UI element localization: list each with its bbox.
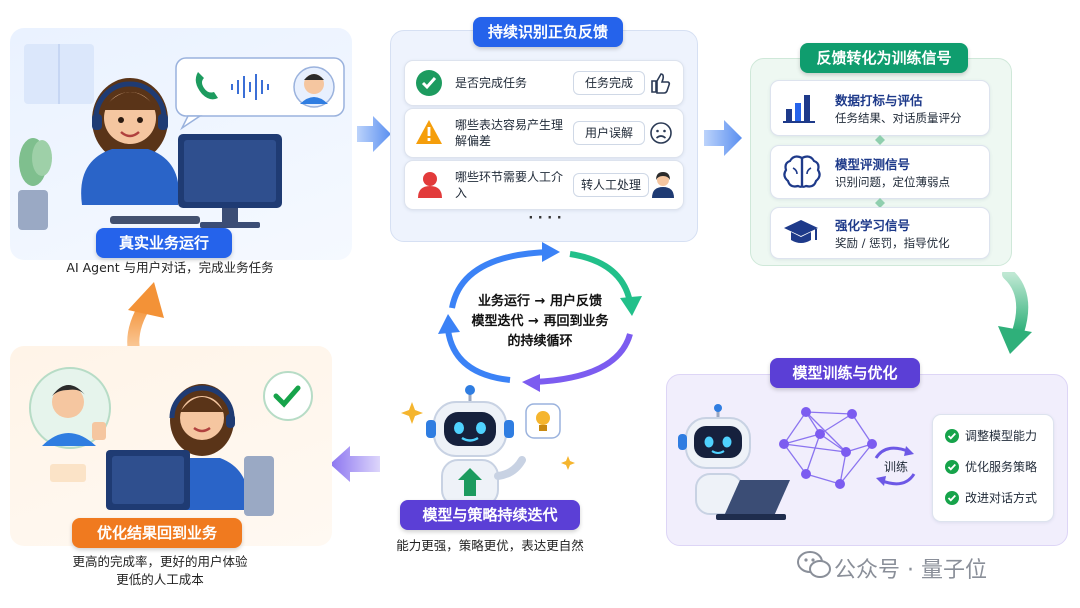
arrow-right-icon [704, 120, 742, 156]
cycle-ring-arrows [438, 242, 642, 392]
customer-service-agent-illustration [18, 44, 345, 230]
cycle-text-line-1: 业务运行 → 用户反馈 [478, 294, 602, 309]
training-check-item: 调整模型能力 [965, 429, 1038, 443]
arrow-left-icon [330, 446, 380, 482]
signal-card-desc: 任务结果、对话质量评分 [835, 111, 962, 125]
check-circle-icon [945, 491, 959, 505]
neural-network-graphic [779, 407, 877, 489]
wechat-icon [797, 551, 831, 578]
training-cycle-icon [874, 446, 916, 486]
thumbs-up-icon [651, 73, 671, 94]
signal-card: 强化学习信号 奖励 / 惩罚，指导优化 [770, 207, 990, 259]
warning-icon [416, 120, 442, 144]
sad-face-icon [650, 122, 672, 144]
check-circle-icon [945, 429, 959, 443]
business-scene-title: 真实业务运行 [96, 228, 232, 258]
signal-card-title: 数据打标与评估 [835, 93, 923, 108]
connector-diamond-icon [875, 198, 885, 208]
signal-card-desc: 奖励 / 惩罚，指导优化 [835, 236, 950, 250]
signal-card: 数据打标与评估 任务结果、对话质量评分 [770, 80, 990, 136]
connector-diamond-icon [875, 135, 885, 145]
watermark-text: 公众号 · 量子位 [834, 558, 987, 583]
feedback-row: 是否完成任务 任务完成 [404, 60, 684, 106]
cycle-text-line-2: 模型迭代 → 再回到业务 [471, 314, 609, 329]
feedback-identify-title: 持续识别正负反馈 [473, 17, 623, 47]
happy-service-illustration [29, 367, 313, 516]
result-title: 优化结果回到业务 [72, 518, 242, 548]
check-circle-icon [416, 70, 442, 96]
result-caption-line-2: 更低的人工成本 [116, 572, 204, 587]
cycle-text-line-3: 的持续循环 [507, 334, 573, 349]
check-circle-icon [945, 460, 959, 474]
feedback-row-text: 哪些表达容易产生理解偏差 [455, 118, 564, 148]
robot-laptop-illustration [678, 404, 790, 520]
feedback-row-tag: 转人工处理 [573, 173, 649, 197]
arrow-right-icon [357, 116, 391, 152]
training-signal-title: 反馈转化为训练信号 [800, 43, 968, 73]
feedback-row-tag: 任务完成 [573, 71, 645, 95]
iterate-title: 模型与策略持续迭代 [400, 500, 580, 530]
bar-chart-icon [783, 95, 815, 123]
business-scene-caption: AI Agent 与用户对话，完成业务任务 [66, 260, 274, 275]
more-ellipsis: · · · · [528, 211, 562, 226]
training-label: 训练 [883, 460, 908, 474]
training-checklist: 调整模型能力 优化服务策略 改进对话方式 [932, 414, 1054, 522]
signal-card: 模型评测信号 识别问题，定位薄弱点 [770, 145, 990, 199]
feedback-row-text: 哪些环节需要人工介入 [455, 170, 564, 200]
result-caption-line-1: 更高的完成率，更好的用户体验 [72, 554, 248, 569]
person-icon [418, 172, 442, 198]
training-check-item: 改进对话方式 [965, 491, 1038, 505]
feedback-row: 哪些环节需要人工介入 转人工处理 [404, 160, 684, 210]
graduation-cap-icon [784, 220, 818, 243]
signal-card-title: 强化学习信号 [835, 218, 911, 233]
robot-thinking-illustration [401, 385, 575, 507]
signal-card-desc: 识别问题，定位薄弱点 [835, 175, 950, 189]
feedback-row: 哪些表达容易产生理解偏差 用户误解 [404, 108, 684, 158]
model-training-title: 模型训练与优化 [770, 358, 920, 388]
brain-icon [783, 155, 821, 188]
iterate-caption: 能力更强，策略更优，表达更自然 [396, 538, 584, 553]
signal-card-title: 模型评测信号 [835, 157, 911, 172]
feedback-row-tag: 用户误解 [573, 121, 645, 145]
curved-arrow-down-icon [998, 272, 1032, 354]
feedback-row-text: 是否完成任务 [455, 76, 528, 90]
support-agent-icon [652, 172, 674, 198]
training-check-item: 优化服务策略 [965, 460, 1038, 474]
